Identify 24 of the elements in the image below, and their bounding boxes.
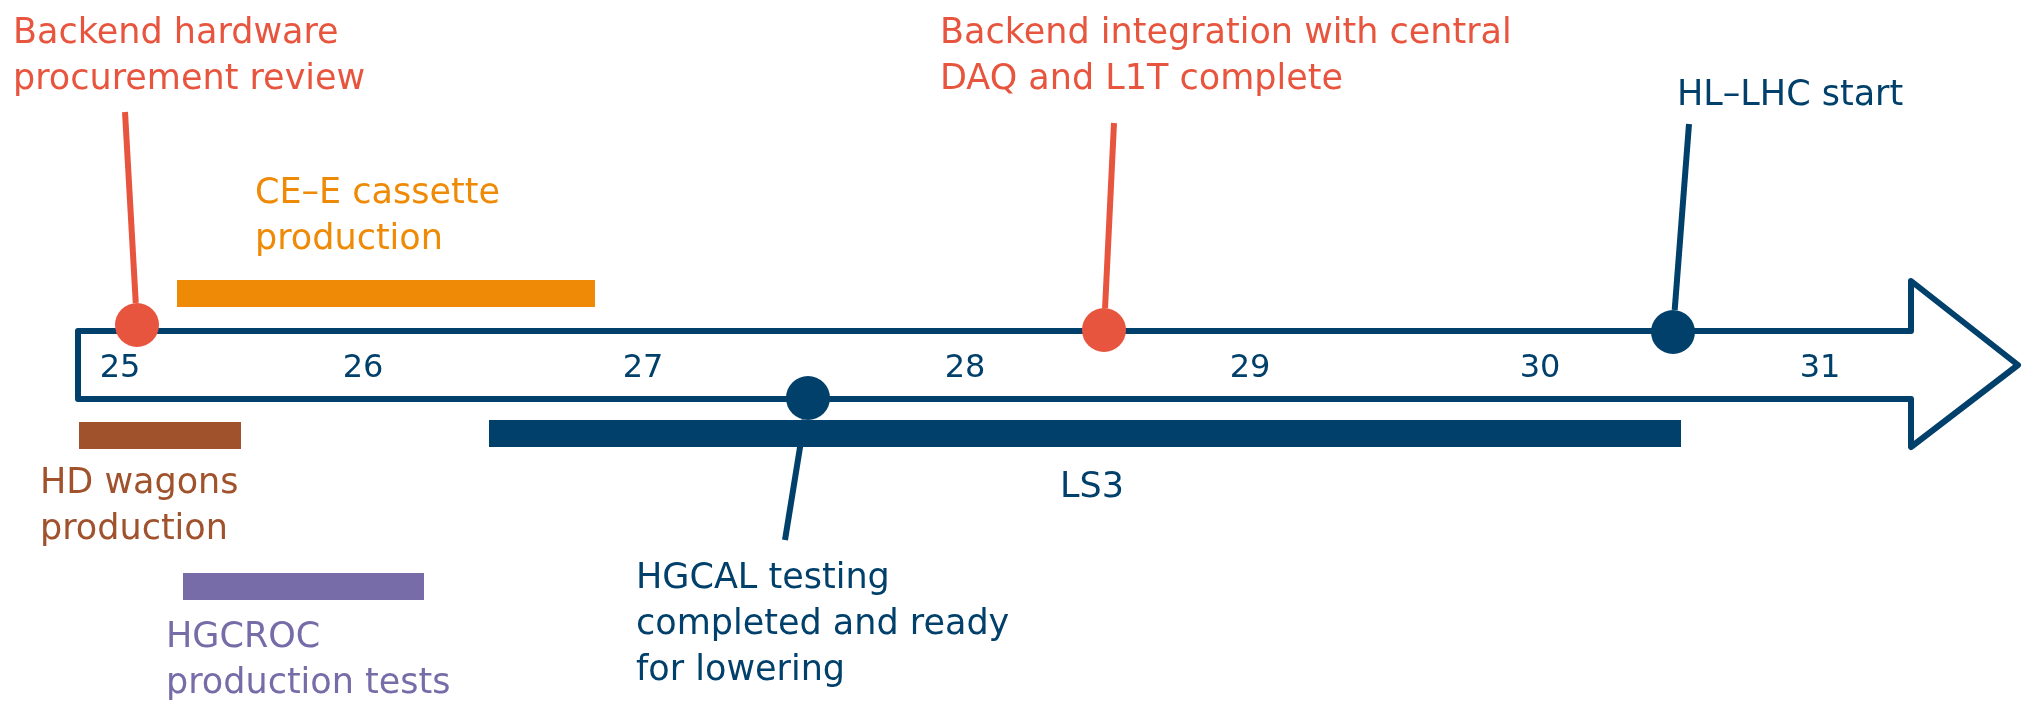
timeline-bar	[183, 573, 424, 600]
year-label: 31	[1799, 348, 1841, 384]
year-label: 25	[99, 348, 141, 384]
leader-line	[1102, 122, 1117, 309]
timeline-bar	[177, 280, 595, 307]
year-label: 30	[1519, 348, 1561, 384]
bar-caption: HD wagons production	[40, 460, 240, 549]
timeline-bar	[489, 420, 1681, 447]
leader-line	[122, 111, 139, 304]
timeline-bar	[79, 422, 241, 449]
year-label: 26	[342, 348, 384, 384]
year-label: 29	[1229, 348, 1271, 384]
milestone-dot	[1082, 308, 1126, 352]
leader-line	[1671, 123, 1692, 311]
milestone-label: HGCAL testing completed and ready for lowering	[636, 553, 1066, 691]
bar-caption: LS3	[1060, 464, 1125, 507]
year-label: 27	[622, 348, 664, 384]
milestone-dot	[115, 303, 159, 347]
bar-caption: CE–E cassette production	[255, 170, 501, 259]
milestone-label: Backend integration with central DAQ and L1T complete	[940, 8, 1530, 100]
bar-caption: HGCROC production tests	[166, 614, 452, 703]
milestone-label: Backend hardware procurement review	[13, 8, 433, 100]
year-label: 28	[944, 348, 986, 384]
milestone-label: HL–LHC start	[1677, 70, 2022, 116]
